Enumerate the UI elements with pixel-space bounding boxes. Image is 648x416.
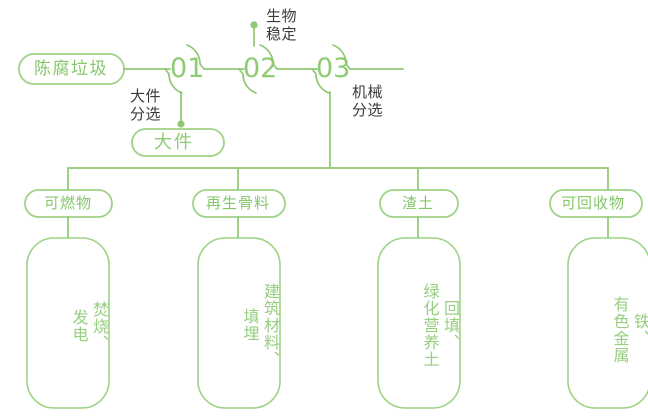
detail-box-3-text: 回填、 绿化营养土 — [420, 282, 460, 368]
detail-box-4-text: 铁、 有色金属 — [610, 296, 648, 364]
stage-number-02: 02 — [243, 53, 278, 84]
stage-03-process-label-line1: 机械 — [352, 83, 384, 101]
stage-03-process-label-line2: 分选 — [352, 101, 384, 119]
output-pill-1-label: 可燃物 — [44, 194, 93, 212]
stage-01-output-label: 大件 — [154, 132, 194, 153]
detail-box-1-shape — [26, 237, 110, 409]
daijian-pill-shape — [131, 128, 225, 157]
branch-01-dot — [177, 120, 185, 128]
arc-02-bottom — [238, 68, 257, 94]
output-pill-4-label: 可回收物 — [561, 194, 626, 212]
stage-number-01: 01 — [170, 53, 205, 84]
stage-number-03: 03 — [316, 53, 351, 84]
detail-box-3-shape — [377, 237, 461, 409]
stage-02-process-label-line1: 生物 — [266, 7, 298, 25]
output-pill-2-label: 再生骨料 — [206, 194, 271, 212]
detail-box-2-text: 建筑材料、 填埋 — [240, 282, 280, 368]
arc-02-top — [259, 44, 278, 70]
output-pill-4-shape — [549, 189, 643, 218]
stage-02-process-label-line2: 稳定 — [266, 25, 298, 43]
arc-01-top — [186, 44, 205, 70]
detail-box-4-shape — [567, 237, 648, 409]
stage-01-process-label-line2: 分选 — [130, 105, 162, 123]
detail-box-1-text: 焚烧、 发电 — [69, 300, 109, 352]
output-pill-3-shape — [379, 189, 459, 218]
branch-02-dot — [250, 21, 258, 29]
stage-01-process-label-line1: 大件 — [130, 87, 162, 105]
arc-03-bottom — [311, 68, 330, 94]
root-label: 陈腐垃圾 — [34, 59, 108, 79]
detail-box-2-shape — [197, 237, 281, 409]
output-pill-2-shape — [192, 189, 286, 218]
arc-01-bottom — [164, 68, 183, 94]
arc-03-top — [332, 44, 351, 70]
output-pill-3-label: 渣土 — [402, 194, 435, 212]
